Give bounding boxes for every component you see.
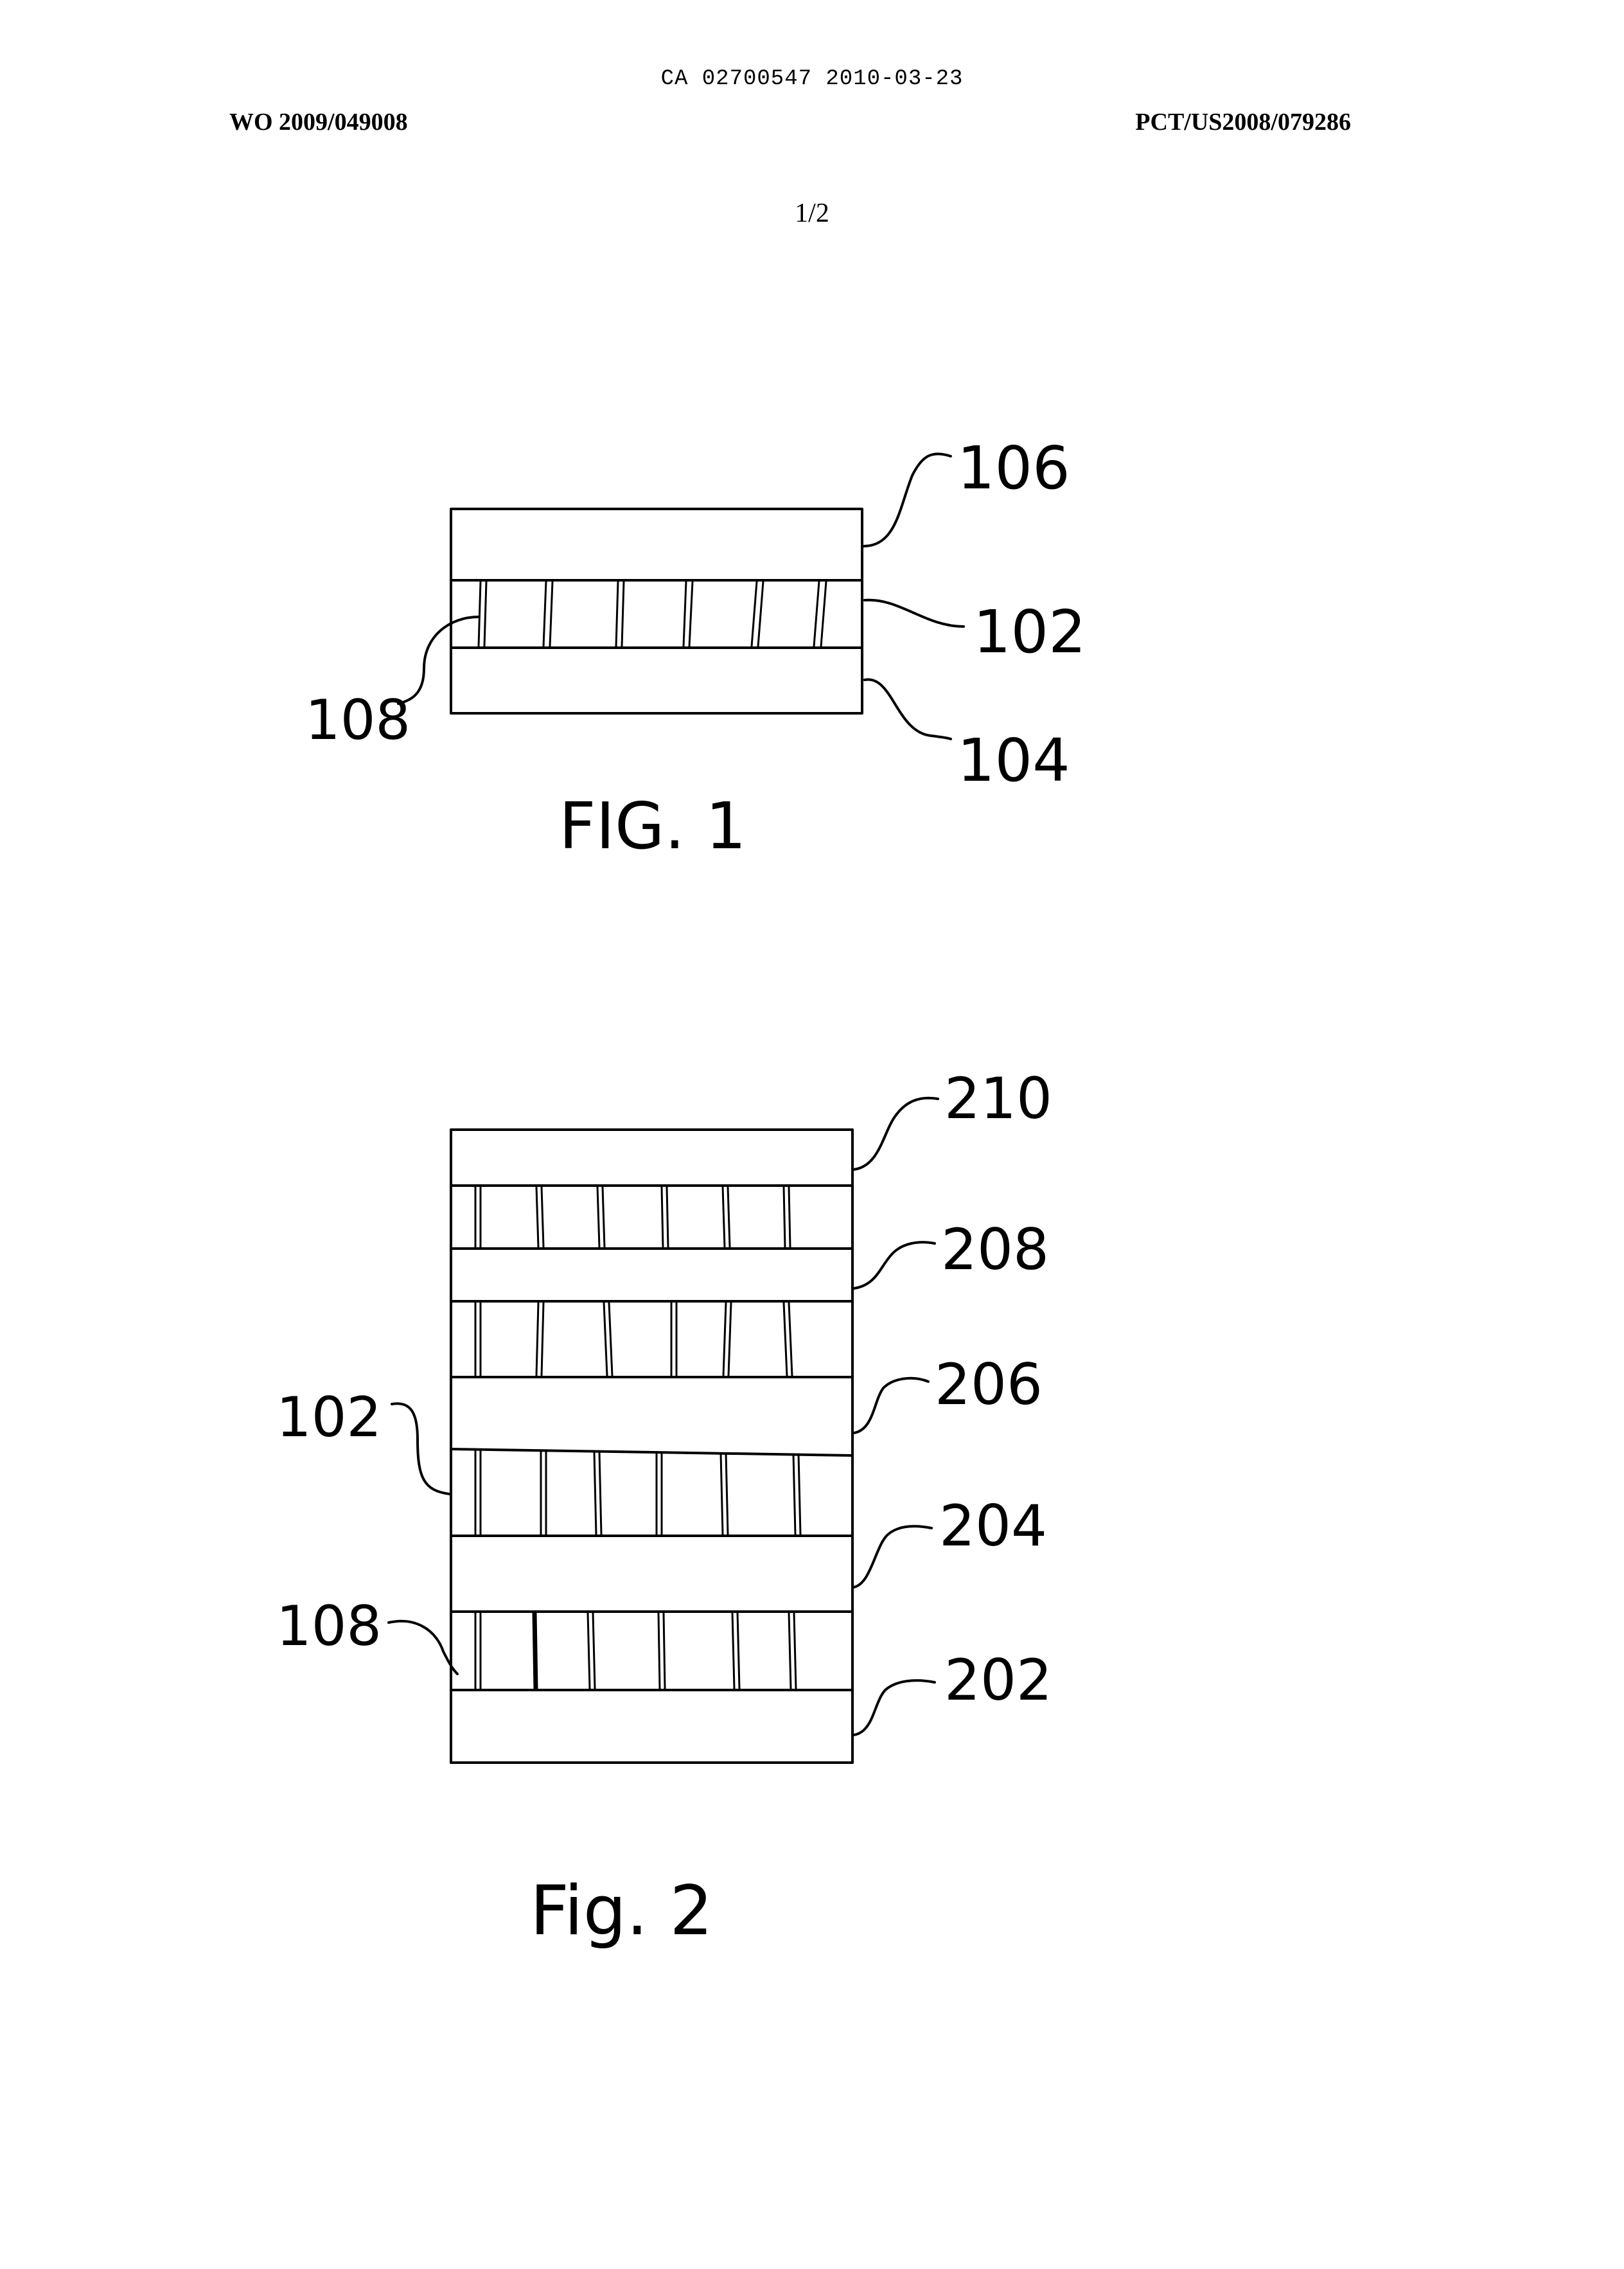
fig2-leader-102 xyxy=(392,1403,450,1494)
fig2-posts-row4 xyxy=(475,1613,796,1689)
fig1-stack-outline xyxy=(451,509,862,713)
label-106: 106 xyxy=(957,434,1070,503)
fig1-leader-104 xyxy=(865,679,951,739)
fig1-leader-106 xyxy=(863,454,951,546)
fig2-layer-dividers xyxy=(451,1186,852,1690)
fig1-caption: FIG. 1 xyxy=(559,788,746,864)
label-202: 202 xyxy=(944,1647,1052,1713)
label-204: 204 xyxy=(939,1493,1047,1559)
fig2-leader-208 xyxy=(854,1242,935,1288)
fig2-posts-row3 xyxy=(475,1451,800,1535)
label-206: 206 xyxy=(935,1351,1043,1418)
label-208: 208 xyxy=(941,1216,1049,1283)
fig1-leader-102 xyxy=(865,600,964,627)
fig2-leader-204 xyxy=(854,1526,931,1587)
fig2-leader-206 xyxy=(854,1378,928,1433)
label-108-fig2: 108 xyxy=(276,1594,382,1659)
fig2-leader-210 xyxy=(854,1098,938,1170)
label-102: 102 xyxy=(973,598,1086,666)
fig2-leader-108 xyxy=(389,1621,457,1674)
fig1-posts xyxy=(479,582,826,646)
label-104: 104 xyxy=(957,726,1070,795)
label-210: 210 xyxy=(944,1065,1052,1132)
figure-1: 106 102 104 108 FIG. 1 xyxy=(305,434,1086,864)
figure-2: 210 208 206 204 202 102 108 Fig. 2 xyxy=(276,1065,1052,1950)
label-102-fig2: 102 xyxy=(276,1385,382,1450)
label-108: 108 xyxy=(305,688,410,752)
fig2-leader-202 xyxy=(854,1680,935,1735)
fig2-posts-row1 xyxy=(475,1187,790,1247)
fig2-caption: Fig. 2 xyxy=(530,1871,713,1950)
fig2-posts-row2 xyxy=(475,1303,792,1376)
fig2-stack-outline xyxy=(451,1130,852,1763)
